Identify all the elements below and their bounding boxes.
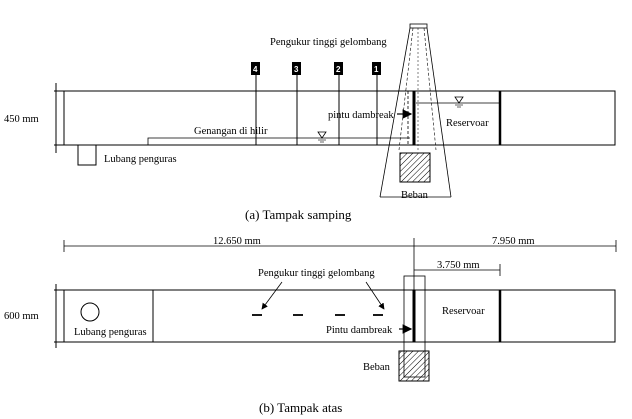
top-view: 12.650 mm 7.950 mm 3.750 mm 600 mm Luban… [4, 236, 617, 415]
water-level-symbol-reservoir [454, 96, 464, 104]
height-label: 450 mm [4, 114, 39, 125]
gauge-3-number: 3 [294, 65, 299, 74]
gate-label-top: Pintu dambreak [326, 325, 393, 336]
dim-gate-label: 3.750 mm [437, 260, 480, 271]
gate-dimension: 3.750 mm [414, 260, 501, 276]
reservoir-label-side: Reservoar [446, 118, 489, 129]
gauge-title-side: Pengukur tinggi gelombang [270, 37, 387, 48]
drain-hole [80, 302, 100, 322]
gauge-pointer-right [365, 281, 385, 310]
water-level-symbol-downstream [317, 131, 327, 139]
reservoir-label-top: Reservoar [442, 306, 485, 317]
weight-block-top [398, 350, 430, 382]
gauge-1-number: 1 [374, 65, 379, 74]
downstream-water-line [147, 131, 410, 145]
downstream-label: Genangan di hilir [194, 126, 268, 137]
caption-side-view: (a) Tampak samping [245, 207, 352, 222]
gate-label-side: pintu dambreak [328, 110, 394, 121]
height-dimension: 450 mm [4, 83, 74, 153]
weight-label-top: Beban [363, 362, 391, 373]
gauge-4-number: 4 [253, 65, 258, 74]
dim-left-label: 12.650 mm [213, 236, 261, 247]
reservoir-water-line [416, 96, 500, 108]
caption-top-view: (b) Tampak atas [259, 400, 342, 415]
dim-right-label: 7.950 mm [492, 236, 535, 247]
gauge-3: 3 [292, 62, 301, 145]
gauge-2: 2 [334, 62, 343, 145]
gauge-pointer-left [261, 281, 283, 310]
gauge-2-number: 2 [336, 65, 341, 74]
drain-label-side: Lubang penguras [104, 154, 177, 165]
flume-top-outline [63, 289, 616, 343]
side-view: 450 mm Pengukur tinggi gelombang 4 3 2 1 [4, 23, 616, 222]
width-dimension: 600 mm [4, 284, 74, 348]
gauge-1: 1 [372, 62, 381, 145]
length-dimension: 12.650 mm 7.950 mm [63, 236, 617, 290]
width-label: 600 mm [4, 311, 39, 322]
weight-block-side [399, 152, 431, 183]
weight-label-side: Beban [401, 190, 429, 201]
gauge-4: 4 [251, 62, 260, 145]
drain-label-top: Lubang penguras [74, 327, 147, 338]
gauge-title-top: Pengukur tinggi gelombang [258, 268, 375, 279]
gate-frame-side [379, 23, 452, 198]
drain-box [77, 144, 97, 166]
